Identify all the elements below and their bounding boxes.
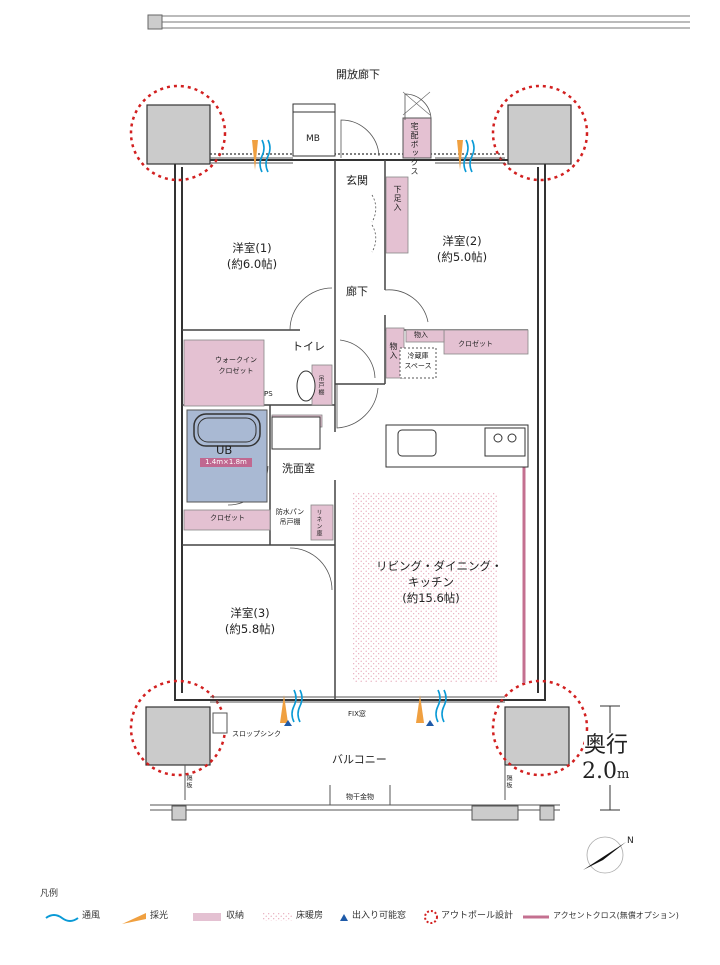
fridge-label-1: 冷蔵庫 bbox=[407, 352, 429, 360]
western2-name: 洋室(2) bbox=[442, 234, 482, 248]
shoe-box-label: 下足入 bbox=[393, 184, 402, 212]
outpole-icon bbox=[424, 910, 438, 924]
closet-w3-label: クロゼット bbox=[210, 514, 245, 522]
depth-unit: m bbox=[617, 767, 630, 782]
linen-label: リネン庫 bbox=[315, 509, 322, 537]
washbasin bbox=[271, 416, 321, 450]
western1-name: 洋室(1) bbox=[232, 241, 272, 255]
hallway-label: 廊下 bbox=[346, 285, 368, 298]
legend-icons bbox=[45, 910, 549, 924]
ldk-size: (約15.6帖) bbox=[402, 591, 460, 605]
ventilation-marks bbox=[259, 139, 475, 723]
fridge-space bbox=[399, 347, 437, 379]
partition-right-label: 隔板 bbox=[505, 775, 512, 789]
door-window-icon bbox=[340, 914, 348, 921]
closet-w3 bbox=[183, 509, 271, 531]
door-window-marks bbox=[284, 720, 434, 726]
compass-letter: N bbox=[627, 836, 634, 846]
legend-label-door-window: 出入り可能窓 bbox=[352, 911, 407, 921]
slop-sink-label: スロップシンク bbox=[232, 730, 281, 738]
legend-label-accent-cross: アクセントクロス(無償オプション) bbox=[553, 911, 679, 920]
shoe-box bbox=[385, 176, 409, 254]
ventilation-icon bbox=[45, 914, 79, 922]
western2-size: (約5.0帖) bbox=[436, 250, 488, 264]
column-bottom-right bbox=[504, 706, 570, 766]
corridor-label: 開放廊下 bbox=[336, 68, 380, 81]
entrance-label: 玄関 bbox=[346, 174, 368, 187]
toilet-bowl bbox=[296, 370, 316, 402]
legend-label-floor-heating: 床暖房 bbox=[296, 911, 324, 921]
depth-value-group: 2.0m bbox=[582, 759, 630, 785]
daylight-marks bbox=[252, 140, 463, 723]
walkin-closet-label-2: クロゼット bbox=[218, 367, 254, 375]
ps-label: PS bbox=[264, 390, 273, 398]
mb-label: MB bbox=[306, 134, 320, 144]
waterproof-pan-label-2: 吊戸棚 bbox=[279, 518, 301, 526]
depth-value: 2.0 bbox=[582, 759, 617, 784]
closet-w2-label: クロゼット bbox=[458, 340, 493, 348]
fix-window-label: FIX窓 bbox=[348, 710, 366, 718]
outer-walls bbox=[174, 159, 546, 701]
legend-label-ventilation: 通風 bbox=[82, 911, 101, 921]
delivery-box bbox=[402, 117, 432, 159]
closet-w2 bbox=[443, 329, 529, 355]
storage-icon bbox=[193, 913, 221, 921]
legend-label-outpole: アウトポール設計 bbox=[441, 911, 514, 921]
clothes-dryer-label: 物干金物 bbox=[346, 793, 374, 801]
ldk-name-1: リビング・ダイニング・ bbox=[376, 559, 503, 573]
balcony-label: バルコニー bbox=[332, 753, 387, 766]
western1-size: (約6.0帖) bbox=[226, 257, 278, 271]
walkin-closet-label-1: ウォークイン bbox=[215, 356, 257, 364]
fridge-label-2: スペース bbox=[404, 362, 432, 370]
bottom-windows bbox=[210, 696, 505, 703]
depth-label: 奥行 bbox=[584, 733, 629, 759]
toilet-label: トイレ bbox=[292, 340, 325, 353]
mb-box bbox=[292, 103, 336, 157]
daylight-icon bbox=[122, 913, 146, 924]
waterproof-pan-label-1: 防水パン bbox=[275, 508, 305, 516]
washroom-label: 洗面室 bbox=[282, 462, 315, 475]
columns bbox=[145, 104, 572, 766]
unit-bath-size: 1.4m×1.8m bbox=[200, 458, 252, 467]
column-top-left bbox=[146, 104, 211, 165]
storage2-label: 物入 bbox=[414, 331, 428, 339]
western3-name: 洋室(3) bbox=[230, 606, 270, 620]
partition-left-label: 隔板 bbox=[185, 775, 192, 789]
hanging-cabinet-label: 吊戸棚 bbox=[317, 374, 324, 396]
legend-label-storage: 収納 bbox=[226, 911, 245, 921]
ldk-name-2: キッチン bbox=[408, 575, 454, 589]
storage-2 bbox=[405, 329, 445, 343]
legend-label-daylight: 採光 bbox=[150, 911, 169, 921]
storage1-label: 物入 bbox=[389, 342, 398, 360]
unit-bath-label: UB bbox=[216, 443, 233, 457]
upper-structure bbox=[147, 14, 690, 30]
western3-size: (約5.8帖) bbox=[224, 622, 276, 636]
walkin-closet bbox=[183, 339, 265, 407]
linen bbox=[310, 504, 334, 541]
balcony bbox=[150, 712, 560, 821]
column-top-right bbox=[507, 104, 572, 165]
compass-icon bbox=[583, 836, 626, 874]
legend-title: 凡例 bbox=[40, 889, 59, 899]
floor-heating bbox=[352, 492, 498, 682]
column-bottom-left bbox=[145, 706, 211, 766]
delivery-box-label: 宅配ボックス bbox=[410, 122, 419, 176]
floor-heating-icon bbox=[262, 913, 292, 921]
